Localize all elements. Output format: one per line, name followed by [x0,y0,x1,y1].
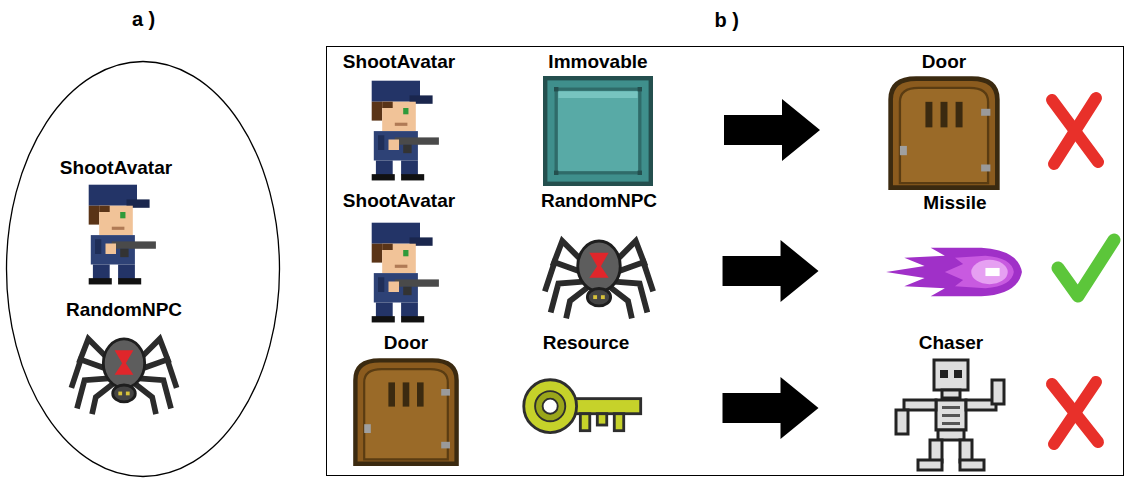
block-arrow [723,240,819,302]
sprite-image [545,241,653,318]
cross-mark [1052,382,1098,444]
sprite-name: Door [922,51,966,73]
sprite-image [524,380,641,433]
sprite-name: Missile [923,192,986,214]
panel-region: a )ShootAvatarRandomNPC [5,60,281,478]
block-arrow [723,377,819,439]
sprite-node: ShootAvatar [339,51,459,182]
sprite-name: ShootAvatar [343,190,455,212]
sprite-image [372,81,439,181]
sprite-image [884,241,1026,303]
sprite-name: Resource [543,332,630,354]
panel-label: b ) [714,9,738,31]
sprite-image [64,322,184,416]
sprite-image [372,223,439,323]
sprite-image [545,78,651,184]
sprite-part [1054,98,1096,164]
sprite-image [886,356,1016,476]
check-mark [1058,240,1114,296]
sprite-node: Door [345,332,467,466]
sprite-name: RandomNPC [66,299,182,321]
sprite-name: Chaser [919,332,983,354]
sprite-image [357,218,441,324]
sprite-node: Resource [513,332,659,442]
sprite-image [74,180,158,286]
sprite-node: Chaser [882,332,1020,476]
sprite-image [541,223,657,321]
ellipse-outline [5,60,281,478]
sprite-image [89,185,156,285]
sprite-part [1054,382,1096,444]
sprite-name: ShootAvatar [60,157,172,179]
sprite-name: Door [384,332,428,354]
sprite-image [891,79,998,188]
sprite-image [886,74,1002,190]
sprite-image [896,360,1004,470]
sprite-image [886,248,1022,297]
sprite-image [517,376,655,442]
sprite-node: RandomNPC [537,190,661,321]
ellipse-outline [7,62,280,477]
sprite-image [71,339,176,414]
sprite-image [355,360,456,463]
sprite-name: RandomNPC [541,190,657,212]
sprite-part [1058,240,1114,296]
cross-mark [1052,98,1098,164]
sprite-node: Door [882,51,1006,190]
sprite-node: Immovable [534,51,662,186]
sprite-node: Missile [880,192,1030,303]
panel-region: b )ShootAvatarImmovableDoorShootAvatarRa… [326,46,1124,476]
sprite-node: ShootAvatar [339,190,459,324]
sprite-image [349,356,463,466]
sprite-image [538,76,658,186]
sprite-image [357,76,441,182]
block-arrow [724,99,820,161]
sprite-name: Immovable [548,51,647,73]
sprite-node: RandomNPC [60,299,188,416]
panel-label: a ) [132,8,155,30]
sprite-name: ShootAvatar [343,51,455,73]
sprite-node: ShootAvatar [56,157,176,286]
